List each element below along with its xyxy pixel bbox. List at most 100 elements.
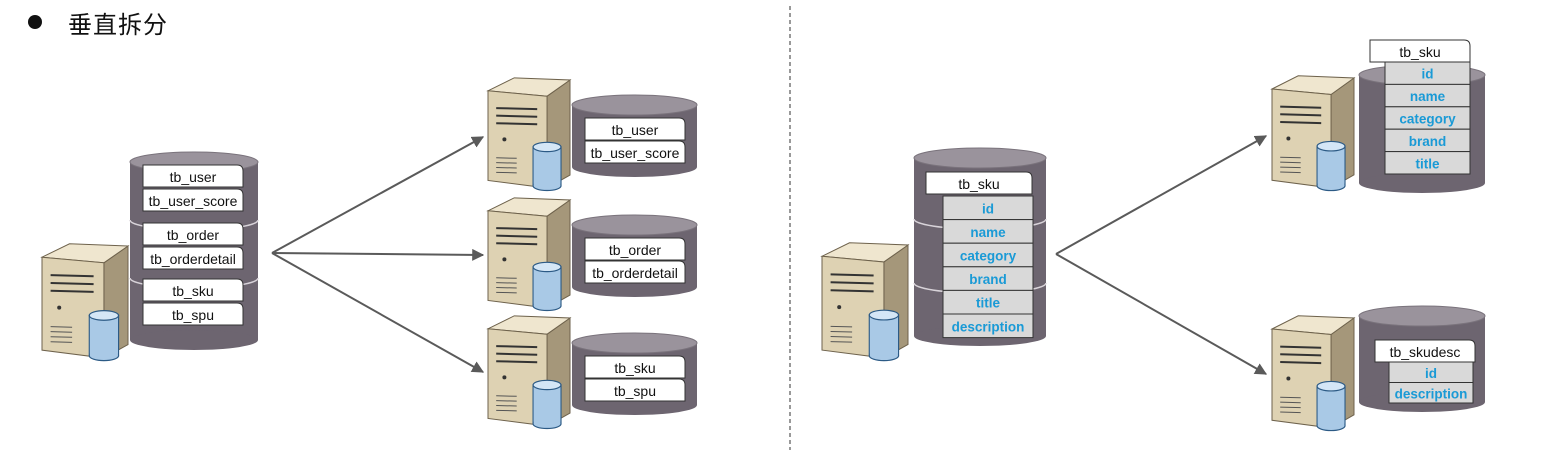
power-light [1286, 136, 1291, 141]
field-cell: brand [942, 266, 1034, 291]
table-label-box [142, 302, 244, 326]
disk-fill [1317, 386, 1345, 426]
field-cell: id [1388, 361, 1474, 383]
sku-target-server-icon [1270, 75, 1356, 192]
power-light [502, 137, 507, 142]
field-name: id [1425, 366, 1437, 381]
table-name: tb_sku [1399, 44, 1440, 60]
drive-slot [496, 242, 538, 246]
field-box [1388, 382, 1474, 404]
target-server-icon-3 [486, 315, 572, 430]
drive-slot [1280, 121, 1322, 125]
drive-slot [496, 345, 538, 349]
drive-slot [830, 281, 874, 285]
drive-slot [50, 274, 94, 278]
field-cell: title [942, 289, 1034, 315]
vent-line [830, 336, 853, 338]
vent-line [1280, 161, 1301, 164]
vent-line [496, 282, 517, 284]
target-table-2a: tb_order [584, 237, 686, 261]
field-name: id [1422, 67, 1434, 82]
vent-line [1280, 166, 1301, 169]
disk-top [868, 309, 900, 321]
table-label-box [584, 117, 686, 141]
source-server-icon [40, 243, 130, 362]
table-name: tb_skudesc [1390, 344, 1461, 360]
power-light [502, 375, 507, 380]
vent-line [496, 166, 517, 169]
field-name: title [1415, 156, 1439, 171]
vent-line [1280, 411, 1301, 414]
field-cell: description [1388, 382, 1474, 404]
disk-fill [533, 384, 561, 424]
sku-server-icon [820, 242, 910, 362]
vent-line [1280, 171, 1301, 174]
arrow-icon [1055, 135, 1268, 255]
target-server-icon-1 [486, 77, 572, 192]
table-label-0: tb_user [142, 164, 244, 188]
table-label-box [142, 246, 244, 270]
table-name: tb_user [170, 169, 217, 185]
vent-line [496, 157, 517, 159]
vent-line [50, 331, 73, 333]
vent-line [496, 277, 517, 279]
db-top [1358, 305, 1486, 327]
vent-line [496, 286, 517, 289]
drive-slot [1280, 361, 1322, 365]
field-cell: title [1384, 151, 1471, 175]
table-label-3: tb_orderdetail [142, 246, 244, 270]
table-label-box [584, 260, 686, 284]
table-name: tb_sku [614, 360, 655, 376]
field-cell: category [942, 242, 1034, 268]
table-name: tb_user_score [149, 193, 238, 209]
vent-line [1280, 401, 1301, 404]
field-name: name [970, 225, 1006, 240]
table-name: tb_user_score [591, 145, 680, 161]
drive-slot [1280, 113, 1322, 117]
table-name: tb_sku [172, 283, 213, 299]
table-label-1: tb_user_score [142, 188, 244, 212]
table-name: tb_orderdetail [592, 265, 678, 281]
vent-line [830, 330, 853, 333]
table-label-box [1369, 39, 1471, 63]
sku-target-table-label: tb_sku [1369, 39, 1471, 63]
vent-line [496, 400, 517, 402]
page-title: 垂直拆分 [68, 10, 168, 39]
table-label-box [584, 237, 686, 261]
db-bottom [1359, 173, 1485, 193]
table-label-box [1374, 339, 1476, 363]
skudesc-server-icon [1270, 315, 1356, 432]
db-top [571, 214, 698, 236]
drive-slot [830, 289, 874, 293]
field-cell: description [942, 313, 1034, 339]
arrow-icon [271, 136, 485, 254]
disk-top [88, 310, 120, 321]
table-label-box [925, 171, 1033, 195]
table-name: tb_order [609, 242, 661, 258]
field-box [1384, 151, 1471, 175]
table-label-box [584, 355, 686, 379]
skudesc-table-label: tb_skudesc [1374, 339, 1476, 363]
vent-line [496, 404, 517, 407]
vent-line [496, 291, 517, 294]
field-name: description [1395, 386, 1468, 401]
table-label-box [584, 140, 686, 164]
vent-line [50, 336, 73, 338]
vent-line [1280, 406, 1301, 409]
drive-slot [1280, 105, 1322, 109]
table-label-4: tb_sku [142, 278, 244, 302]
table-name: tb_order [167, 227, 219, 243]
field-cell: name [1384, 83, 1471, 108]
table-label-box [142, 278, 244, 302]
db-top [571, 332, 698, 354]
drive-slot [830, 273, 874, 277]
vent-line [496, 162, 517, 164]
field-name: category [960, 249, 1017, 264]
drive-slot [1280, 353, 1322, 357]
db-top [913, 147, 1047, 169]
vent-line [496, 409, 517, 412]
target-table-3a: tb_sku [584, 355, 686, 379]
vent-line [496, 395, 517, 397]
drive-slot [496, 122, 538, 126]
vent-line [1280, 396, 1301, 399]
